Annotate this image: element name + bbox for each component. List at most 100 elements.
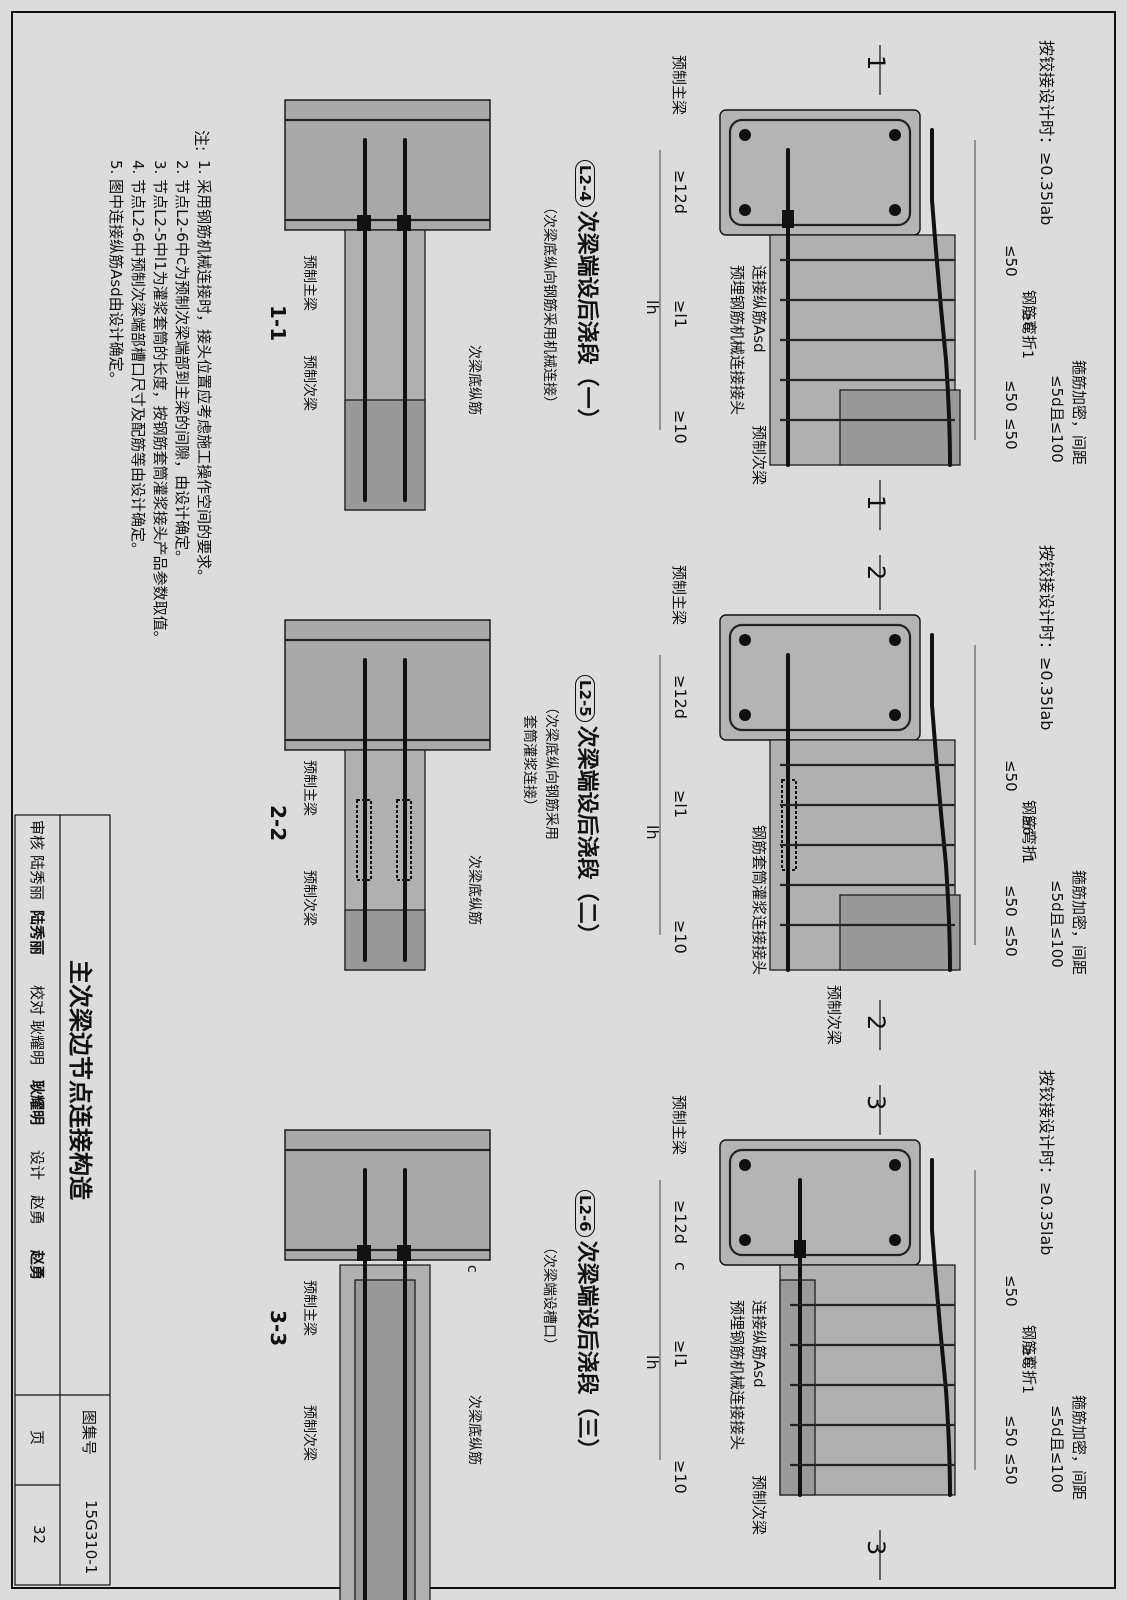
sec2-sec-label: 预制次梁 xyxy=(301,870,317,926)
l24-main-beam: 预制主梁 xyxy=(670,55,688,116)
sec2-main-label: 预制主梁 xyxy=(301,760,317,816)
l25-dim-lh: lh xyxy=(643,825,662,840)
l26-connect-bar: 连接纵筋Asd xyxy=(750,1300,768,1388)
drawing-title: 主次梁边节点连接构造 xyxy=(66,960,94,1200)
l26-dim-10: ≥10 xyxy=(671,1460,690,1494)
l25-le50: ≤50 xyxy=(1002,760,1020,792)
sec3-main-label: 预制主梁 xyxy=(301,1280,317,1336)
l26-le50b: ≤50 xyxy=(1002,1415,1020,1447)
l24-hinge: 按铰接设计时：≥0.35lab xyxy=(1037,40,1056,226)
detail-l2-5-subtitle2: 套筒灌浆连接） xyxy=(521,715,537,813)
l24-stirrup-dense: 箍筋加密，间距 xyxy=(1070,360,1088,466)
notes-title: 注: xyxy=(192,130,211,152)
detail-l2-5-subtitle: （次梁底纵向钢筋采用 xyxy=(543,700,559,840)
l25-dim-12d: ≥12d xyxy=(671,675,690,719)
l25-main-beam: 预制主梁 xyxy=(670,565,688,626)
l25-cut-bottom: 2 xyxy=(862,1015,890,1031)
sec3-bottom-bar-label: 次梁底纵筋 xyxy=(466,1395,482,1465)
reviewer-signature: 陆秀丽 xyxy=(28,910,46,956)
page-number: 32 xyxy=(30,1525,48,1545)
atlas-label: 图集号 xyxy=(80,1410,98,1456)
note-5: 5. 图中连接纵筋Asd由设计确定。 xyxy=(107,160,125,387)
l25-slope-right: 1 xyxy=(1019,855,1035,864)
note-1: 1. 采用钢筋机械连接时，接头位置应考虑施工操作空间的要求。 xyxy=(195,160,213,585)
detail-l2-6-title: L2-6次梁端设后浇段（三） xyxy=(573,1190,605,1461)
l25-sec-beam: 预制次梁 xyxy=(825,985,843,1046)
note-3: 3. 节点L2-5中l1为灌浆套筒的长度，按钢筋套筒灌浆接头产品参数取值。 xyxy=(151,160,169,646)
l25-coupler: 钢筋套筒灌浆连接接头 xyxy=(750,825,768,976)
sheet-border xyxy=(11,11,1116,1589)
l26-dim-l1: ≥l1 xyxy=(671,1340,690,1369)
designer-signature: 赵勇 xyxy=(28,1250,46,1281)
section-2-2-label: 2-2 xyxy=(266,805,290,842)
l24-coupler: 预埋钢筋机械连接接头 xyxy=(728,265,746,416)
l26-slope-top: ≥6 xyxy=(1019,1345,1035,1366)
l24-dim-10: ≥10 xyxy=(671,410,690,444)
detail-l2-5-drawing xyxy=(659,614,976,972)
design-label: 设计 xyxy=(28,1150,46,1181)
l26-le50c: ≤50 xyxy=(1002,1453,1020,1485)
l24-stirrup-spacing: ≤5d且≤100 xyxy=(1048,375,1066,463)
l24-connect-bar: 连接纵筋Asd xyxy=(750,265,768,353)
l25-dim-l1: ≥l1 xyxy=(671,790,690,819)
sec1-sec-label: 预制次梁 xyxy=(301,355,317,411)
atlas-number: 15G310-1 xyxy=(82,1500,100,1575)
sec3-gap-label: c xyxy=(464,1265,480,1273)
l24-le50c: ≤50 xyxy=(1002,418,1020,450)
l26-sec-beam: 预制次梁 xyxy=(750,1475,768,1536)
note-4: 4. 节点L2-6中预制次梁端部槽口尺寸及配筋等由设计确定。 xyxy=(129,160,147,557)
l24-slope-right: 1 xyxy=(1019,350,1035,359)
l24-le50b: ≤50 xyxy=(1002,380,1020,412)
review-label: 审核 xyxy=(28,820,46,851)
l25-le50b: ≤50 xyxy=(1002,885,1020,917)
note-2: 2. 节点L2-6中c为预制次梁端部到主梁的间隙，由设计确定。 xyxy=(173,160,191,566)
detail-l2-4-title: L2-4次梁端设后浇段（一） xyxy=(573,160,605,431)
l26-le50: ≤50 xyxy=(1002,1275,1020,1307)
section-3-3-label: 3-3 xyxy=(266,1310,290,1347)
l26-dim-12d: ≥12d xyxy=(671,1200,690,1244)
l25-hinge: 按铰接设计时：≥0.35lab xyxy=(1037,545,1056,731)
page-label: 页 xyxy=(28,1430,46,1446)
l26-dim-c: c xyxy=(671,1262,690,1271)
l25-le50c: ≤50 xyxy=(1002,925,1020,957)
l26-coupler: 预埋钢筋机械连接接头 xyxy=(728,1300,746,1451)
sec2-bottom-bar-label: 次梁底纵筋 xyxy=(466,855,482,925)
l25-dim-10: ≥10 xyxy=(671,920,690,954)
l26-cut-bottom: 3 xyxy=(862,1540,890,1556)
checker-signature: 耿耀明 xyxy=(28,1080,46,1126)
check-label: 校对 xyxy=(28,985,46,1016)
sec1-bottom-bar-label: 次梁底纵筋 xyxy=(466,345,482,415)
l25-slope-top: ≥6 xyxy=(1019,815,1035,836)
l26-dim-lh: lh xyxy=(643,1355,662,1370)
l24-dim-l1: ≥l1 xyxy=(671,300,690,329)
l26-stirrup-dense: 箍筋加密，间距 xyxy=(1070,1395,1088,1501)
section-1-1-label: 1-1 xyxy=(266,305,290,342)
checker-name: 耿耀明 xyxy=(28,1020,46,1066)
section-1-1-drawing xyxy=(284,99,491,511)
l26-cut-top: 3 xyxy=(862,1095,890,1111)
sec3-sec-label: 预制次梁 xyxy=(301,1405,317,1461)
l24-slope-top: ≥6 xyxy=(1019,310,1035,331)
l24-cut-top: 1 xyxy=(862,55,890,71)
l24-sec-beam: 预制次梁 xyxy=(750,425,768,486)
designer-name: 赵勇 xyxy=(28,1195,46,1226)
sec1-main-label: 预制主梁 xyxy=(301,255,317,311)
l25-stirrup-dense: 箍筋加密，间距 xyxy=(1070,870,1088,976)
l26-hinge: 按铰接设计时：≥0.35lab xyxy=(1037,1070,1056,1256)
l26-slope-right: 1 xyxy=(1019,1385,1035,1394)
detail-l2-5-title: L2-5次梁端设后浇段（二） xyxy=(573,675,605,946)
l24-dim-lh: lh xyxy=(643,300,662,315)
l25-cut-top: 2 xyxy=(862,565,890,581)
section-3-3-drawing xyxy=(284,1129,491,1600)
detail-l2-6-subtitle: （次梁端设槽口） xyxy=(541,1240,557,1352)
title-block-frame xyxy=(14,814,111,1586)
detail-l2-4-drawing xyxy=(659,109,976,467)
l24-cut-bottom: 1 xyxy=(862,495,890,511)
detail-l2-6-drawing xyxy=(659,1139,976,1497)
reviewer-name: 陆秀丽 xyxy=(28,855,46,901)
l24-dim-12d: ≥12d xyxy=(671,170,690,214)
detail-l2-4-subtitle: （次梁底纵向钢筋采用机械连接） xyxy=(541,200,557,410)
l24-le50: ≤50 xyxy=(1002,245,1020,277)
